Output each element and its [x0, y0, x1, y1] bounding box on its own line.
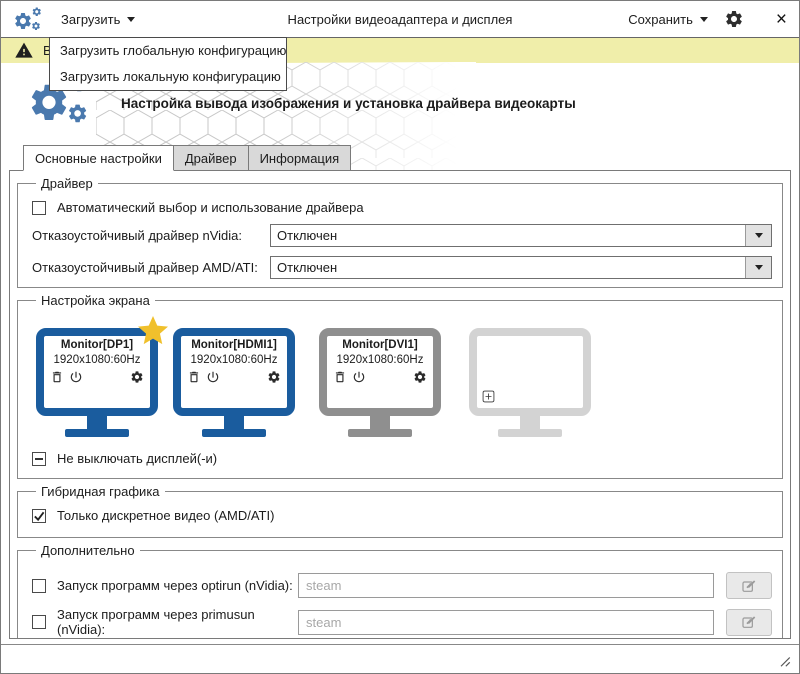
load-menu-label: Загрузить: [61, 11, 121, 27]
monitor-stand: [87, 416, 107, 429]
status-bar: [1, 644, 799, 673]
hybrid-group: Гибридная графика Только дискретное виде…: [17, 484, 783, 538]
edit-pencil-icon: [742, 579, 756, 592]
chevron-down-icon: [754, 233, 763, 238]
edit-pencil-icon: [742, 616, 756, 629]
app-tagline: Настройка вывода изображения и установка…: [121, 96, 576, 111]
delete-monitor-icon[interactable]: [187, 370, 201, 389]
load-dropdown-menu: Загрузить глобальную конфигурацию Загруз…: [49, 37, 287, 91]
primusun-label: Запуск программ через primusun (nVidia):: [57, 607, 255, 637]
indeterminate-mark-icon: [35, 457, 43, 460]
hybrid-group-legend: Гибридная графика: [41, 484, 160, 499]
power-monitor-icon[interactable]: [206, 370, 220, 389]
window-title: Настройки видеоадаптера и дисплея: [287, 11, 513, 27]
title-bar: Загрузить Настройки видеоадаптера и дисп…: [1, 1, 799, 37]
monitor-mode: 1920x1080:60Hz: [190, 354, 278, 366]
menu-item-load-local[interactable]: Загрузить локальную конфигурацию: [60, 69, 281, 84]
amd-failsafe-label: Отказоустойчивый драйвер AMD/ATI:: [32, 260, 258, 275]
resize-grip-icon: [780, 656, 791, 667]
monitor-dp1[interactable]: Monitor[DP1] 1920x1080:60Hz: [36, 316, 168, 437]
monitor-mode: 1920x1080:60Hz: [53, 354, 141, 366]
auto-driver-checkbox[interactable]: [32, 200, 46, 215]
monitor-stand: [520, 416, 540, 429]
checkmark-icon: [33, 510, 45, 521]
primusun-checkbox[interactable]: [32, 615, 46, 629]
monitor-empty-slot[interactable]: [469, 328, 591, 437]
settings-gear-button[interactable]: [724, 9, 744, 29]
tab-content-panel: Драйвер Автоматический выбор и использов…: [9, 170, 791, 639]
auto-driver-label: Автоматический выбор и использование дра…: [57, 200, 364, 215]
chevron-down-icon: [754, 265, 763, 270]
nvidia-failsafe-value: Отключен: [277, 228, 338, 243]
primusun-command-input[interactable]: [298, 609, 714, 635]
tab-info[interactable]: Информация: [247, 145, 352, 171]
save-menu-button[interactable]: Сохранить: [628, 12, 708, 27]
configure-monitor-icon[interactable]: [267, 370, 281, 389]
power-monitor-icon[interactable]: [69, 370, 83, 389]
screen-group-legend: Настройка экрана: [41, 293, 150, 308]
combo-arrow-button[interactable]: [745, 257, 771, 278]
monitor-name: Monitor[DVI1]: [342, 339, 418, 351]
save-menu-label: Сохранить: [628, 11, 693, 27]
monitor-mode: 1920x1080:60Hz: [336, 354, 424, 366]
primusun-edit-button[interactable]: [726, 608, 772, 636]
screen-group: Настройка экрана Monitor[DP1] 1920x1080:…: [17, 293, 783, 479]
load-menu-button[interactable]: Загрузить: [61, 11, 136, 27]
monitor-base: [65, 429, 129, 437]
chevron-down-icon: [699, 16, 708, 22]
nvidia-failsafe-label: Отказоустойчивый драйвер nVidia:: [32, 228, 242, 243]
configure-monitor-icon[interactable]: [130, 370, 144, 389]
tab-driver[interactable]: Драйвер: [172, 145, 249, 171]
monitor-row: Monitor[DP1] 1920x1080:60Hz Monitor[HDMI…: [28, 314, 772, 437]
tab-bar: Основные настройки Драйвер Информация: [23, 145, 799, 171]
extra-group: Дополнительно Запуск программ через opti…: [17, 543, 783, 638]
amd-failsafe-value: Отключен: [277, 260, 338, 275]
monitor-stand: [370, 416, 390, 429]
monitor-stand: [224, 416, 244, 429]
resize-grip[interactable]: [777, 654, 792, 668]
keep-display-on-label: Не выключать дисплей(-и): [57, 451, 218, 466]
optirun-checkbox[interactable]: [32, 578, 46, 593]
extra-group-legend: Дополнительно: [41, 543, 135, 558]
driver-group: Драйвер Автоматический выбор и использов…: [17, 176, 783, 288]
driver-group-legend: Драйвер: [41, 176, 93, 191]
warning-text: В: [43, 43, 52, 58]
nvidia-failsafe-select[interactable]: Отключен: [270, 224, 772, 247]
monitor-name: Monitor[DP1]: [60, 339, 134, 351]
discrete-only-checkbox[interactable]: [32, 508, 46, 523]
discrete-only-label: Только дискретное видео (AMD/ATI): [57, 508, 275, 523]
add-display-icon[interactable]: [482, 390, 495, 403]
monitor-dvi1[interactable]: Monitor[DVI1] 1920x1080:60Hz: [319, 328, 441, 437]
monitor-base: [202, 429, 266, 437]
optirun-edit-button[interactable]: [726, 572, 772, 599]
app-gears-icon: [13, 6, 43, 32]
primary-star-icon: [135, 313, 171, 349]
warning-icon: [13, 41, 35, 60]
keep-display-on-checkbox[interactable]: [32, 451, 46, 466]
combo-arrow-button[interactable]: [745, 225, 771, 246]
monitor-base: [498, 429, 562, 437]
menu-item-load-global[interactable]: Загрузить глобальную конфигурацию: [60, 43, 287, 58]
tab-main-settings[interactable]: Основные настройки: [23, 145, 174, 171]
close-button[interactable]: ×: [775, 8, 787, 30]
chevron-down-icon: [127, 16, 136, 22]
optirun-label: Запуск программ через optirun (nVidia):: [57, 578, 293, 593]
monitor-name: Monitor[HDMI1]: [191, 339, 277, 351]
monitor-base: [348, 429, 412, 437]
amd-failsafe-select[interactable]: Отключен: [270, 256, 772, 279]
delete-monitor-icon[interactable]: [50, 370, 64, 389]
configure-monitor-icon[interactable]: [413, 370, 427, 389]
monitor-hdmi1[interactable]: Monitor[HDMI1] 1920x1080:60Hz: [173, 328, 295, 437]
delete-monitor-icon[interactable]: [333, 370, 347, 389]
optirun-command-input[interactable]: [298, 573, 714, 598]
power-monitor-icon[interactable]: [352, 370, 366, 389]
